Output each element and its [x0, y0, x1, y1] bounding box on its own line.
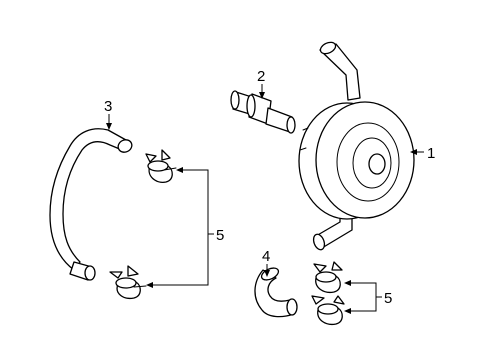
arrowhead — [259, 92, 265, 99]
leader-line — [348, 282, 382, 312]
arrowhead — [176, 167, 183, 173]
leader-line — [150, 169, 214, 286]
arrowhead — [344, 308, 351, 314]
callout-2: 2 — [257, 68, 265, 85]
callout-5-right: 5 — [384, 290, 392, 307]
arrowhead — [264, 270, 270, 277]
hose-clamp[interactable] — [145, 149, 177, 183]
hose-clamp[interactable] — [313, 261, 343, 294]
callout-4: 4 — [262, 248, 270, 265]
callout-5-left: 5 — [216, 227, 224, 244]
oil-cooler[interactable] — [298, 40, 415, 251]
arrowhead — [344, 280, 351, 286]
hose-clamp[interactable] — [311, 295, 345, 326]
callout-3: 3 — [104, 98, 112, 115]
callout-1: 1 — [427, 145, 435, 162]
hose-clamp[interactable] — [109, 265, 147, 300]
arrowhead — [146, 282, 153, 288]
hose-small[interactable] — [254, 266, 298, 318]
union-bolt[interactable] — [230, 90, 296, 134]
arrowhead — [410, 149, 417, 155]
hose-left[interactable] — [49, 128, 134, 281]
arrowhead — [106, 123, 112, 130]
